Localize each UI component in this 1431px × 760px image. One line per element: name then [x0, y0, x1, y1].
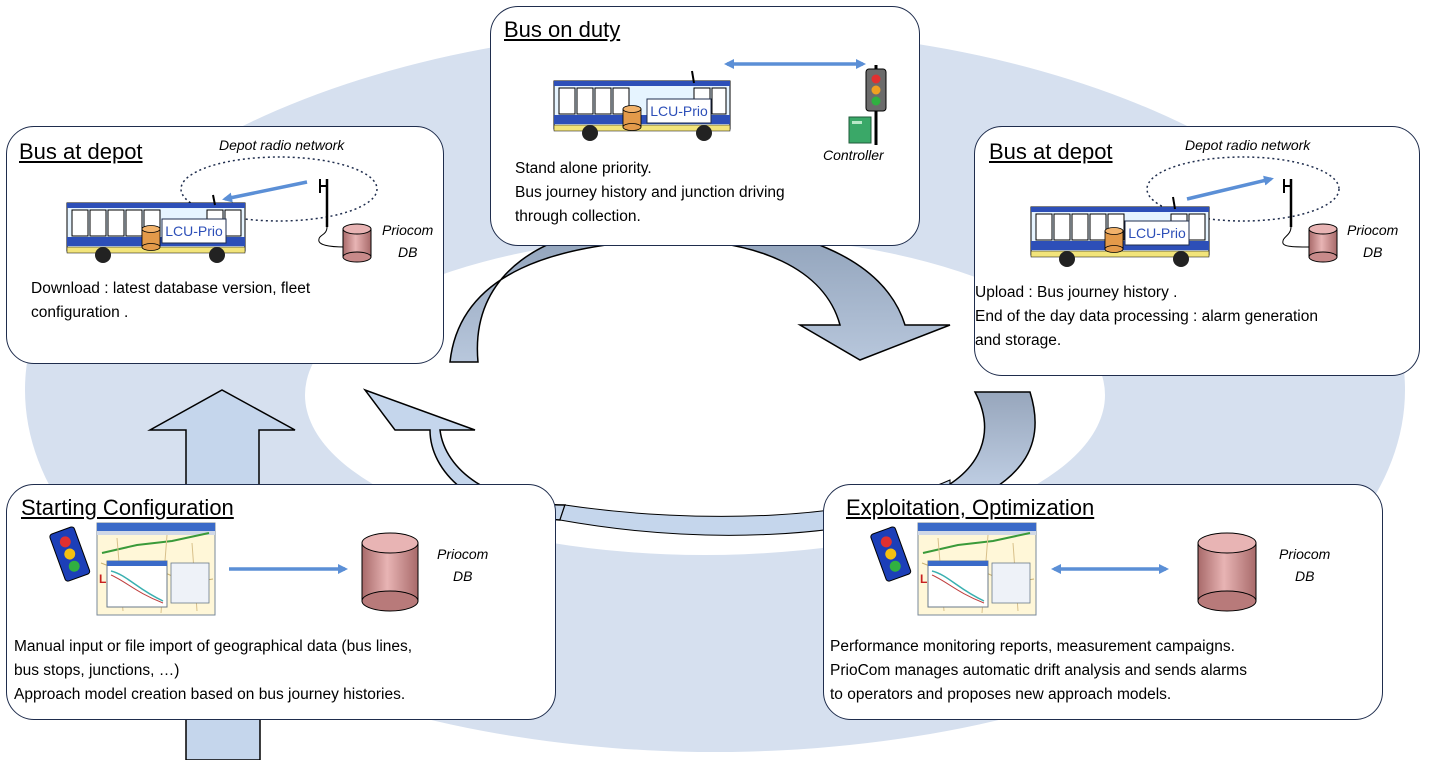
description-line: to operators and proposes new approach m…	[830, 686, 1172, 703]
db-label-line2: DB	[1294, 568, 1315, 584]
controller-icon	[848, 116, 872, 144]
db-label: Priocom DB	[1347, 219, 1398, 263]
db-label-line1: Priocom	[382, 222, 434, 238]
description-line: Upload : Bus journey history .	[975, 284, 1178, 301]
panel-description: Download : latest database version, flee…	[31, 277, 431, 325]
database-icon	[361, 532, 419, 612]
on-duty-illustration: LCU-Prio	[553, 59, 887, 145]
database-icon	[342, 223, 372, 263]
upload-radio-arrow	[1186, 175, 1274, 201]
input-arrow-stub	[185, 714, 261, 760]
description-line: PrioCom manages automatic drift analysis…	[830, 662, 1247, 679]
db-label-line2: DB	[1362, 244, 1383, 260]
description-line: Approach model creation based on bus jou…	[14, 686, 406, 703]
panel-title: Exploitation, Optimization	[846, 495, 1095, 520]
panel-description: Manual input or file import of geographi…	[14, 635, 550, 707]
db-label: Priocom DB	[437, 543, 488, 587]
database-icon	[1197, 532, 1257, 612]
network-label: Depot radio network	[1185, 137, 1311, 153]
svg-text:L: L	[99, 572, 106, 586]
db-label-line1: Priocom	[1347, 222, 1399, 238]
panel-description: Performance monitoring reports, measurem…	[830, 635, 1378, 707]
description-line: Bus journey history and junction driving	[515, 184, 785, 201]
panel-title: Bus at depot	[19, 139, 143, 164]
description-line: through collection.	[515, 208, 641, 225]
panel-description: Upload : Bus journey history . End of th…	[975, 281, 1415, 353]
description-line: Stand alone priority.	[515, 160, 652, 177]
panel-title: Bus at depot	[989, 139, 1113, 164]
panel-bus-on-duty: Bus on duty LCU-Prio	[490, 6, 920, 246]
db-label-line1: Priocom	[437, 546, 489, 562]
db-label-line2: DB	[397, 244, 418, 260]
db-label-line1: Priocom	[1279, 546, 1331, 562]
lcu-prio-box	[1124, 220, 1190, 246]
radio-range-ellipse	[180, 156, 378, 222]
description-line: End of the day data processing : alarm g…	[975, 308, 1318, 325]
db-label: Priocom DB	[382, 219, 433, 263]
db-label: Priocom DB	[1279, 543, 1330, 587]
cylinder-icon	[141, 225, 161, 251]
cylinder-icon	[622, 105, 642, 131]
controller-label: Controller	[823, 147, 884, 163]
exploitation-illustration: L	[870, 522, 1257, 616]
map-screenshot-icon: L	[917, 522, 1037, 616]
download-radio-arrow	[222, 180, 308, 203]
lcu-prio-box	[646, 98, 712, 124]
network-label: Depot radio network	[219, 137, 345, 153]
description-line: and storage.	[975, 332, 1062, 349]
panel-exploitation-optimization: Exploitation, Optimization L	[823, 484, 1383, 720]
starting-config-illustration: L	[49, 522, 419, 616]
depot-left-illustration: LCU-Prio	[66, 156, 378, 263]
panel-bus-at-depot-right: Bus at depot Depot radio network	[974, 126, 1420, 376]
lcu-prio-box	[161, 218, 227, 244]
description-line: bus stops, junctions, …)	[14, 662, 180, 679]
description-line: Performance monitoring reports, measurem…	[830, 638, 1235, 655]
lcu-prio-label: LCU-Prio	[650, 103, 708, 119]
description-line: configuration .	[31, 304, 129, 321]
map-screenshot-icon: L	[96, 522, 216, 616]
panel-starting-configuration: Starting Configuration L	[6, 484, 556, 720]
database-icon	[1308, 223, 1338, 263]
panel-description: Stand alone priority. Bus journey histor…	[515, 157, 905, 229]
traffic-light-icon	[870, 526, 912, 582]
depot-right-illustration: LCU-Prio	[1030, 156, 1340, 267]
db-label-line2: DB	[452, 568, 473, 584]
background-inner-ellipse	[305, 235, 1105, 555]
traffic-light-icon	[49, 526, 91, 582]
antenna-icon	[318, 179, 346, 248]
svg-text:L: L	[920, 572, 927, 586]
panel-bus-at-depot-left: Bus at depot Depot radio network	[6, 126, 444, 364]
description-line: Manual input or file import of geographi…	[14, 638, 413, 655]
lcu-prio-label: LCU-Prio	[1128, 225, 1186, 241]
panel-title: Bus on duty	[504, 17, 621, 42]
radio-range-ellipse	[1146, 156, 1340, 222]
lcu-prio-label: LCU-Prio	[165, 223, 223, 239]
panel-title: Starting Configuration	[21, 495, 234, 520]
cylinder-icon	[1104, 227, 1124, 253]
traffic-light-icon	[865, 65, 887, 145]
antenna-icon	[1282, 179, 1310, 248]
description-line: Download : latest database version, flee…	[31, 280, 311, 297]
